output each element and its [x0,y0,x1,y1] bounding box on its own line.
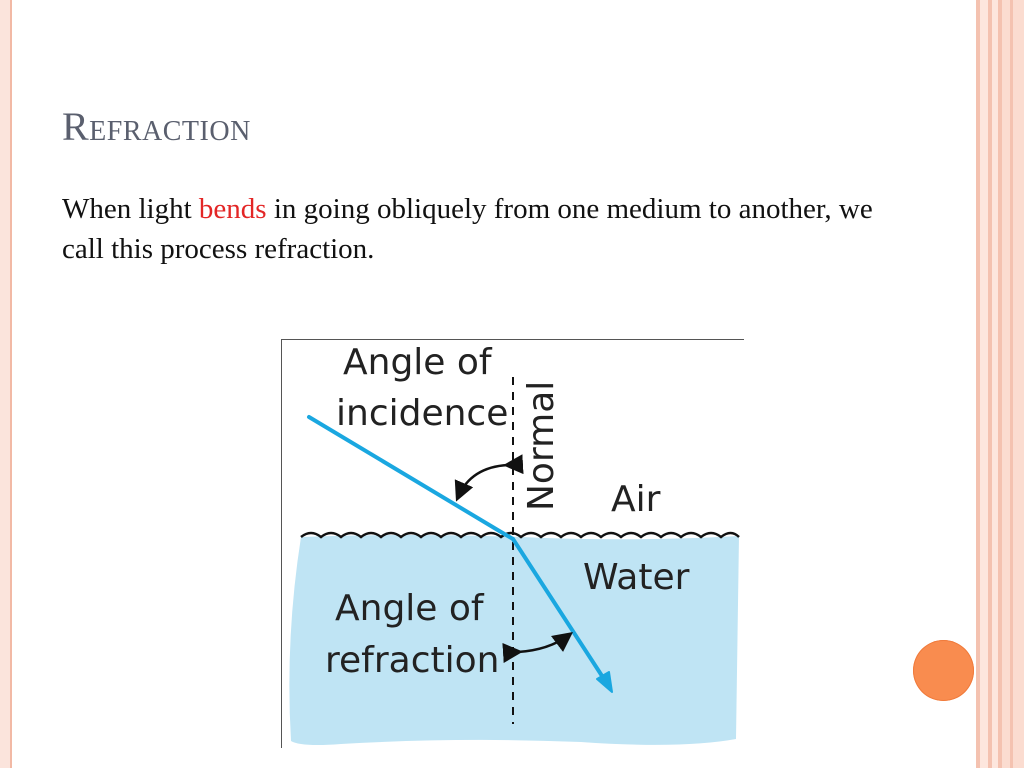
water-surface [300,531,740,539]
right-border-stripe [1010,0,1013,768]
label-angle-of-refraction-1: Angle of [335,588,485,629]
label-water: Water [583,557,690,598]
label-air: Air [611,479,661,520]
label-angle-of-refraction-2: refraction [325,640,499,681]
label-angle-of-incidence-1: Angle of [343,342,493,383]
refraction-diagram: Angle of incidence Normal Air Water Angl… [281,339,744,748]
incident-ray [307,415,515,541]
body-text-end: in going obliquely from one medium to an… [62,193,873,265]
left-border-line [10,0,12,768]
right-border-stripe [980,0,988,768]
highlight-word: bends [198,193,267,225]
left-border [0,0,10,768]
right-border-stripe [976,0,980,768]
incidence-angle-arc [454,454,524,502]
right-border-stripe [998,0,1002,768]
right-border-stripe [1002,0,1024,768]
right-border-stripe [992,0,998,768]
slide-title: Refraction [62,104,251,149]
right-border-stripe [988,0,992,768]
refracted-ray-arrowhead [596,671,613,693]
label-angle-of-incidence-2: incidence [336,393,508,434]
refracted-ray [511,537,606,681]
body-text: When light bends in going obliquely from… [62,189,902,269]
refraction-angle-arc [502,632,574,663]
label-normal: Normal [521,381,562,511]
orange-circle-decoration [913,640,974,701]
body-text-start: When light [62,193,199,225]
